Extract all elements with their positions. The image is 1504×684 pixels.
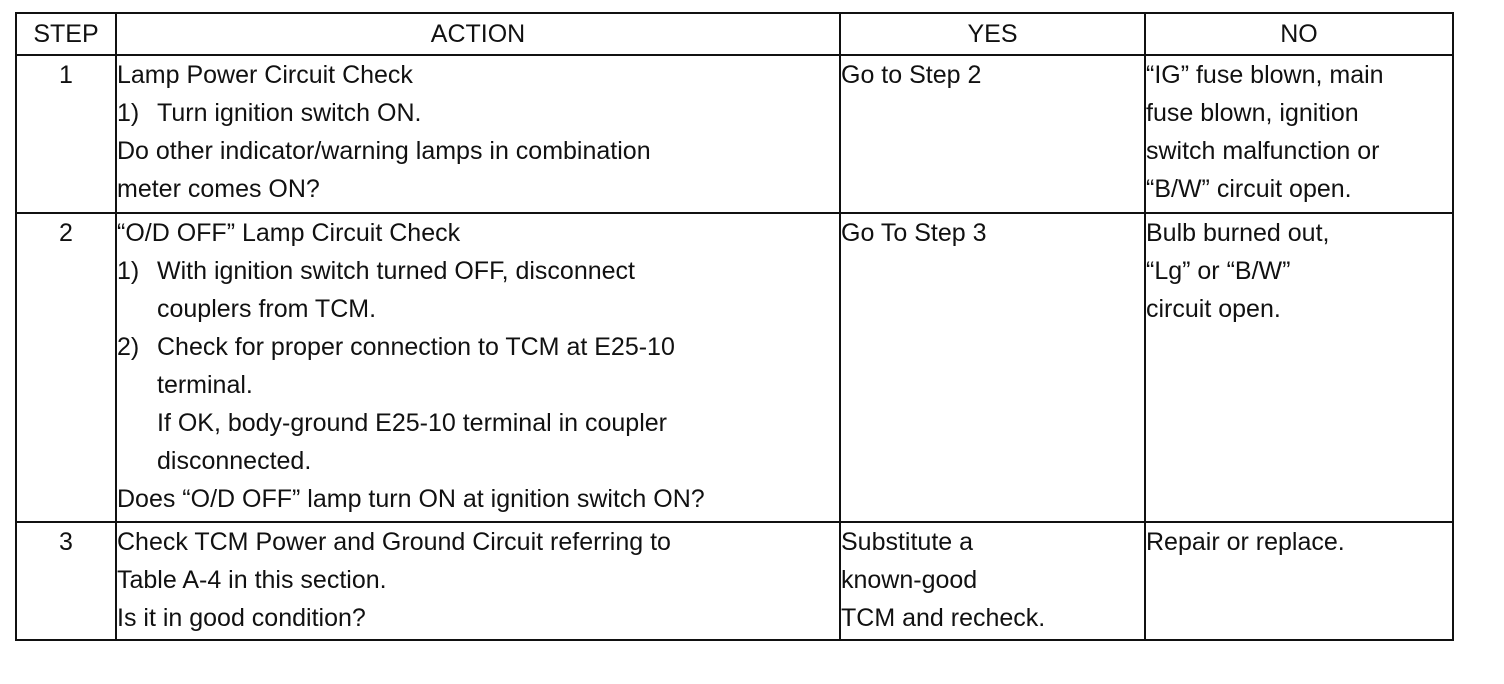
header-action: ACTION xyxy=(115,12,841,56)
no-text: “B/W” circuit open. xyxy=(1146,175,1352,203)
no-cell: “IG” fuse blown, main fuse blown, igniti… xyxy=(1144,54,1454,214)
yes-text: Go To Step 3 xyxy=(841,219,987,247)
action-title: Lamp Power Circuit Check xyxy=(117,61,413,89)
item-number: 1) xyxy=(117,99,140,127)
step-number: 2 xyxy=(15,212,117,523)
item-text: terminal. xyxy=(157,371,253,399)
yes-text: Substitute a xyxy=(841,528,974,556)
no-cell: Bulb burned out, “Lg” or “B/W” circuit o… xyxy=(1144,212,1454,523)
yes-cell: Go To Step 3 xyxy=(839,212,1146,523)
item-number: 1) xyxy=(117,257,140,285)
yes-text: known-good xyxy=(841,566,978,594)
no-cell: Repair or replace. xyxy=(1144,521,1454,641)
item-text: Check for proper connection to TCM at E2… xyxy=(157,333,675,361)
action-question: Is it in good condition? xyxy=(117,604,366,632)
header-yes: YES xyxy=(839,12,1146,56)
no-text: “Lg” or “B/W” xyxy=(1146,257,1291,285)
no-text: fuse blown, ignition xyxy=(1146,99,1359,127)
action-item: 1) Turn ignition switch ON. xyxy=(117,94,839,132)
action-cell: “O/D OFF” Lamp Circuit Check 1) With ign… xyxy=(115,212,841,523)
item-text: Turn ignition switch ON. xyxy=(157,99,422,127)
table-row: 2 “O/D OFF” Lamp Circuit Check 1) With i… xyxy=(15,212,1454,523)
action-title: “O/D OFF” Lamp Circuit Check xyxy=(117,219,461,247)
table-row: 3 Check TCM Power and Ground Circuit ref… xyxy=(15,521,1454,641)
no-text: Repair or replace. xyxy=(1146,528,1345,556)
item-text: With ignition switch turned OFF, disconn… xyxy=(157,257,635,285)
yes-text: Go to Step 2 xyxy=(841,61,982,89)
yes-cell: Substitute a known-good TCM and recheck. xyxy=(839,521,1146,641)
action-question: Do other indicator/warning lamps in comb… xyxy=(117,137,651,165)
no-text: circuit open. xyxy=(1146,295,1281,323)
header-no: NO xyxy=(1144,12,1454,56)
action-cell: Check TCM Power and Ground Circuit refer… xyxy=(115,521,841,641)
action-question: Does “O/D OFF” lamp turn ON at ignition … xyxy=(117,485,705,513)
item-text: disconnected. xyxy=(157,447,312,475)
step-number: 3 xyxy=(15,521,117,641)
action-item: 2) Check for proper connection to TCM at… xyxy=(117,328,839,480)
item-number: 2) xyxy=(117,333,140,361)
action-item: 1) With ignition switch turned OFF, disc… xyxy=(117,252,839,328)
header-step: STEP xyxy=(15,12,117,56)
action-question: Table A-4 in this section. xyxy=(117,566,387,594)
action-cell: Lamp Power Circuit Check 1) Turn ignitio… xyxy=(115,54,841,214)
step-number: 1 xyxy=(15,54,117,214)
header-row: STEP ACTION YES NO xyxy=(15,12,1454,56)
item-text: If OK, body-ground E25-10 terminal in co… xyxy=(157,409,667,437)
no-text: Bulb burned out, xyxy=(1146,219,1330,247)
no-text: “IG” fuse blown, main xyxy=(1146,61,1384,89)
diagnostic-table: STEP ACTION YES NO 1 Lamp Power Circuit … xyxy=(15,12,1454,641)
table-row: 1 Lamp Power Circuit Check 1) Turn ignit… xyxy=(15,54,1454,214)
yes-text: TCM and recheck. xyxy=(841,604,1046,632)
no-text: switch malfunction or xyxy=(1146,137,1380,165)
yes-cell: Go to Step 2 xyxy=(839,54,1146,214)
item-text: couplers from TCM. xyxy=(157,295,377,323)
action-question: meter comes ON? xyxy=(117,175,320,203)
action-title: Check TCM Power and Ground Circuit refer… xyxy=(117,528,671,556)
